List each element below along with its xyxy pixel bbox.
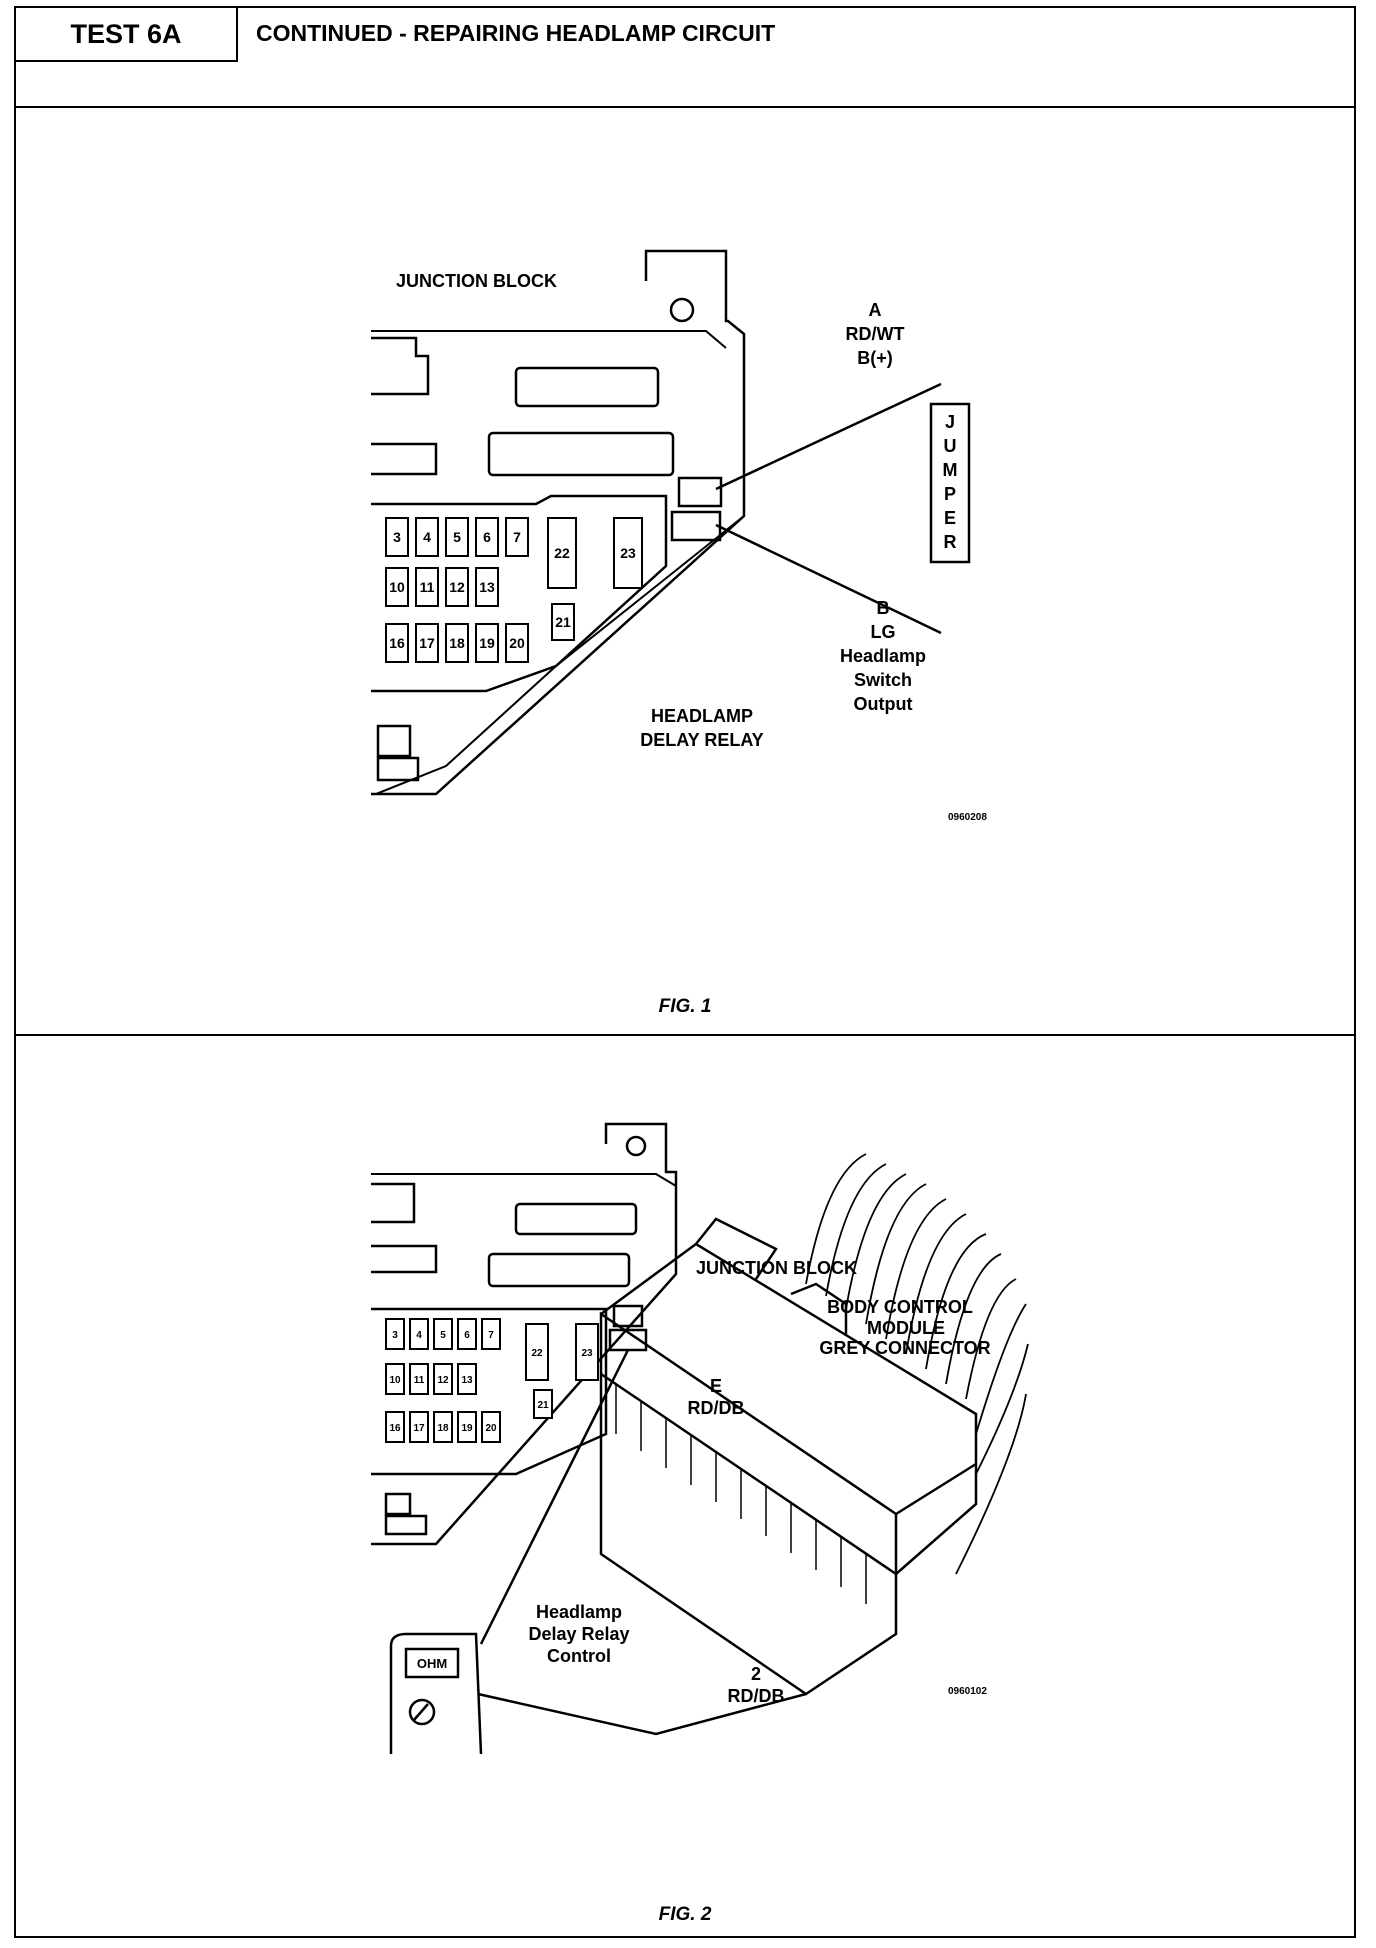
fuse-label: 16 [389, 635, 405, 651]
fuse-label: 4 [416, 1330, 422, 1341]
junction-block-label: JUNCTION BLOCK [396, 271, 557, 291]
fuse-label: 6 [483, 529, 491, 545]
fuse-label: 22 [554, 545, 570, 561]
mount-hole [669, 297, 695, 323]
figure-code: 0960208 [948, 812, 987, 823]
fuse-label: 17 [419, 635, 435, 651]
fuse-label: 5 [440, 1330, 446, 1341]
pin-a-desc: B(+) [857, 348, 893, 368]
fuse-label: 6 [464, 1330, 470, 1341]
junction-block-outline [371, 249, 746, 796]
figure-code: 0960102 [948, 1686, 987, 1697]
fuse-label: 22 [531, 1348, 543, 1359]
control-label: Headlamp [536, 1602, 622, 1622]
ohmmeter-label: OHM [417, 1656, 447, 1671]
pin-2-color: RD/DB [728, 1686, 785, 1706]
fuse-label: 21 [537, 1400, 549, 1411]
fuse-label: 10 [389, 1375, 401, 1386]
fuse-label: 16 [389, 1423, 401, 1434]
figure-2-panel: 3 4 5 6 7 10 11 12 13 16 17 18 19 20 22 … [16, 1034, 1354, 1938]
relay-socket-top [612, 1304, 644, 1328]
fuse-label: 7 [513, 529, 521, 545]
connector-middle [487, 431, 675, 477]
control-label: Control [547, 1646, 611, 1666]
jumper-letter: J [945, 412, 955, 432]
fuse-label: 13 [461, 1375, 473, 1386]
jumper-letter: U [944, 436, 957, 456]
bcm-label: GREY CONNECTOR [819, 1338, 990, 1358]
figure-1-caption: FIG. 1 [658, 996, 712, 1017]
fuse-label: 21 [555, 614, 571, 630]
connector-left-2 [371, 442, 438, 476]
pin-a-color: RD/WT [846, 324, 905, 344]
test-tag: TEST 6A [16, 8, 238, 62]
fuse-label: 18 [449, 635, 465, 651]
pin-b-desc: Switch [854, 670, 912, 690]
fuse-label: 12 [437, 1375, 449, 1386]
figure-2-diagram: 3 4 5 6 7 10 11 12 13 16 17 18 19 20 22 … [371, 1122, 1029, 1755]
fuse-label: 10 [389, 579, 405, 595]
mount-hole [625, 1135, 647, 1157]
wire-e [479, 1349, 630, 1645]
pin-e-letter: E [710, 1376, 722, 1396]
figure-1-panel: 3 4 5 6 7 10 11 12 13 16 17 18 19 20 22 … [16, 106, 1354, 1036]
page-frame: TEST 6A CONTINUED - REPAIRING HEADLAMP C… [14, 6, 1356, 1938]
relay-label: DELAY RELAY [640, 730, 763, 750]
bcm-label: BODY CONTROL [827, 1297, 973, 1317]
figure-1-diagram: 3 4 5 6 7 10 11 12 13 16 17 18 19 20 22 … [371, 249, 987, 823]
fuse-label: 20 [485, 1423, 497, 1434]
pin-a-letter: A [869, 300, 882, 320]
wire-2 [477, 1692, 807, 1736]
fuse-label: 19 [461, 1423, 473, 1434]
bcm-label: MODULE [867, 1318, 945, 1338]
pin-e-color: RD/DB [688, 1398, 745, 1418]
pin-b-letter: B [877, 598, 890, 618]
fuse-label: 20 [509, 635, 525, 651]
pin-b-desc: Output [854, 694, 913, 714]
wire-a [715, 382, 942, 491]
bcm-connector-body [599, 1311, 898, 1696]
jumper-letter: P [944, 484, 956, 504]
fuse-label: 3 [392, 1330, 398, 1341]
fuse-label: 3 [393, 529, 401, 545]
ohmmeter-display [404, 1647, 460, 1679]
fuse-label: 23 [620, 545, 636, 561]
fuse-label: 17 [413, 1423, 425, 1434]
figure-2-caption: FIG. 2 [658, 1904, 712, 1925]
fuse-area [371, 494, 668, 693]
jumper-box [929, 402, 971, 564]
junction-block-label: JUNCTION BLOCK [696, 1258, 857, 1278]
wire-b [715, 523, 942, 635]
fuse-label: 23 [581, 1348, 593, 1359]
fuse-label: 4 [423, 529, 431, 545]
fuse-label: 11 [420, 579, 435, 595]
jumper-letter: M [943, 460, 958, 480]
header-bar: TEST 6A CONTINUED - REPAIRING HEADLAMP C… [16, 8, 1354, 108]
jumper-letter: E [944, 508, 956, 528]
pin-2-number: 2 [751, 1664, 761, 1684]
relay-socket-bottom [670, 510, 722, 542]
fuse-label: 13 [479, 579, 495, 595]
junction-block-outline [371, 1122, 678, 1546]
page-title: CONTINUED - REPAIRING HEADLAMP CIRCUIT [256, 20, 776, 46]
ohmmeter-body [389, 1632, 483, 1755]
connector-top [514, 1202, 638, 1236]
control-label: Delay Relay [528, 1624, 629, 1644]
fuse-label: 5 [453, 529, 461, 545]
fuse-label: 11 [414, 1375, 425, 1386]
pin-b-desc: Headlamp [840, 646, 926, 666]
ohmmeter-dial [408, 1698, 436, 1726]
connector-middle [487, 1252, 631, 1288]
pin-b-color: LG [871, 622, 896, 642]
fuse-label: 12 [449, 579, 465, 595]
relay-socket-top [677, 476, 723, 508]
fuse-label: 18 [437, 1423, 449, 1434]
jumper-letter: R [944, 532, 957, 552]
fuse-label: 19 [479, 635, 495, 651]
connector-left-1 [371, 336, 430, 396]
fuse-label: 7 [488, 1330, 494, 1341]
connector-top [514, 366, 660, 408]
relay-label: HEADLAMP [651, 706, 753, 726]
